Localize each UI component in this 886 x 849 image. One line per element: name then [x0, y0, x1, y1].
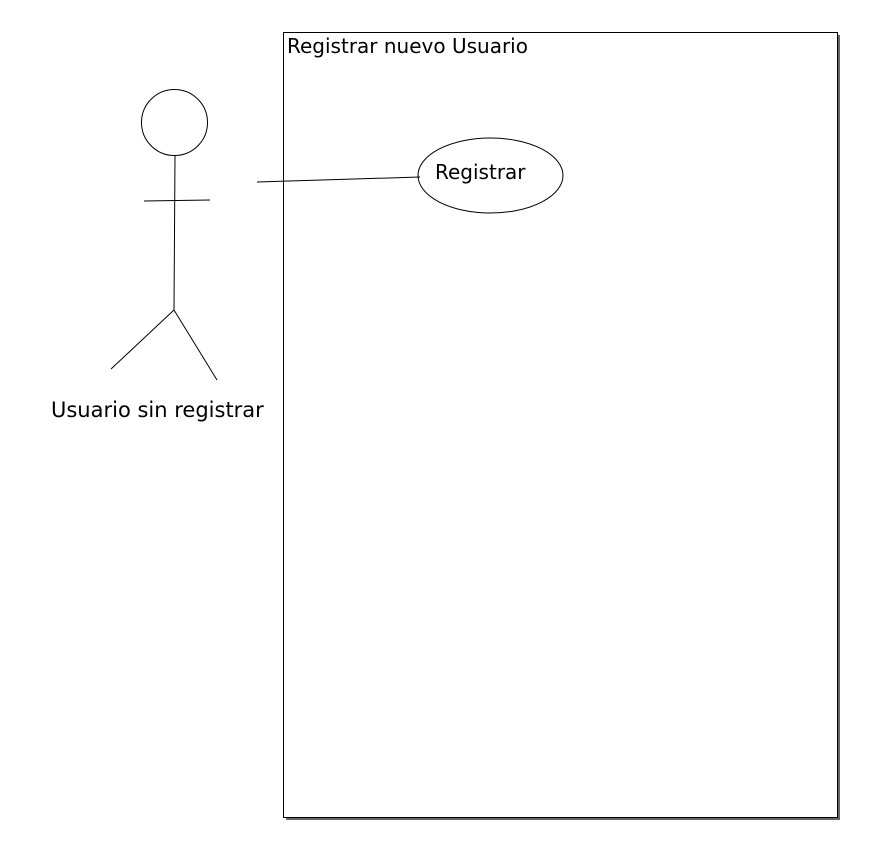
system-boundary-box	[283, 32, 838, 818]
actor-label: Usuario sin registrar	[51, 398, 264, 422]
association-line[interactable]	[256, 176, 421, 183]
actor-right-leg	[173, 309, 218, 381]
use-case-label: Registrar	[435, 160, 526, 184]
actor-arms	[143, 199, 211, 202]
actor-icon	[110, 89, 218, 381]
actor-body	[173, 155, 176, 311]
system-boundary[interactable]: Registrar nuevo Usuario	[283, 32, 841, 821]
actor[interactable]: Usuario sin registrar	[51, 89, 264, 423]
use-case-registrar[interactable]: Registrar	[417, 137, 564, 214]
system-title: Registrar nuevo Usuario	[287, 34, 528, 58]
actor-left-leg	[110, 309, 175, 370]
actor-head	[141, 89, 208, 156]
use-case-ellipse	[417, 137, 564, 214]
